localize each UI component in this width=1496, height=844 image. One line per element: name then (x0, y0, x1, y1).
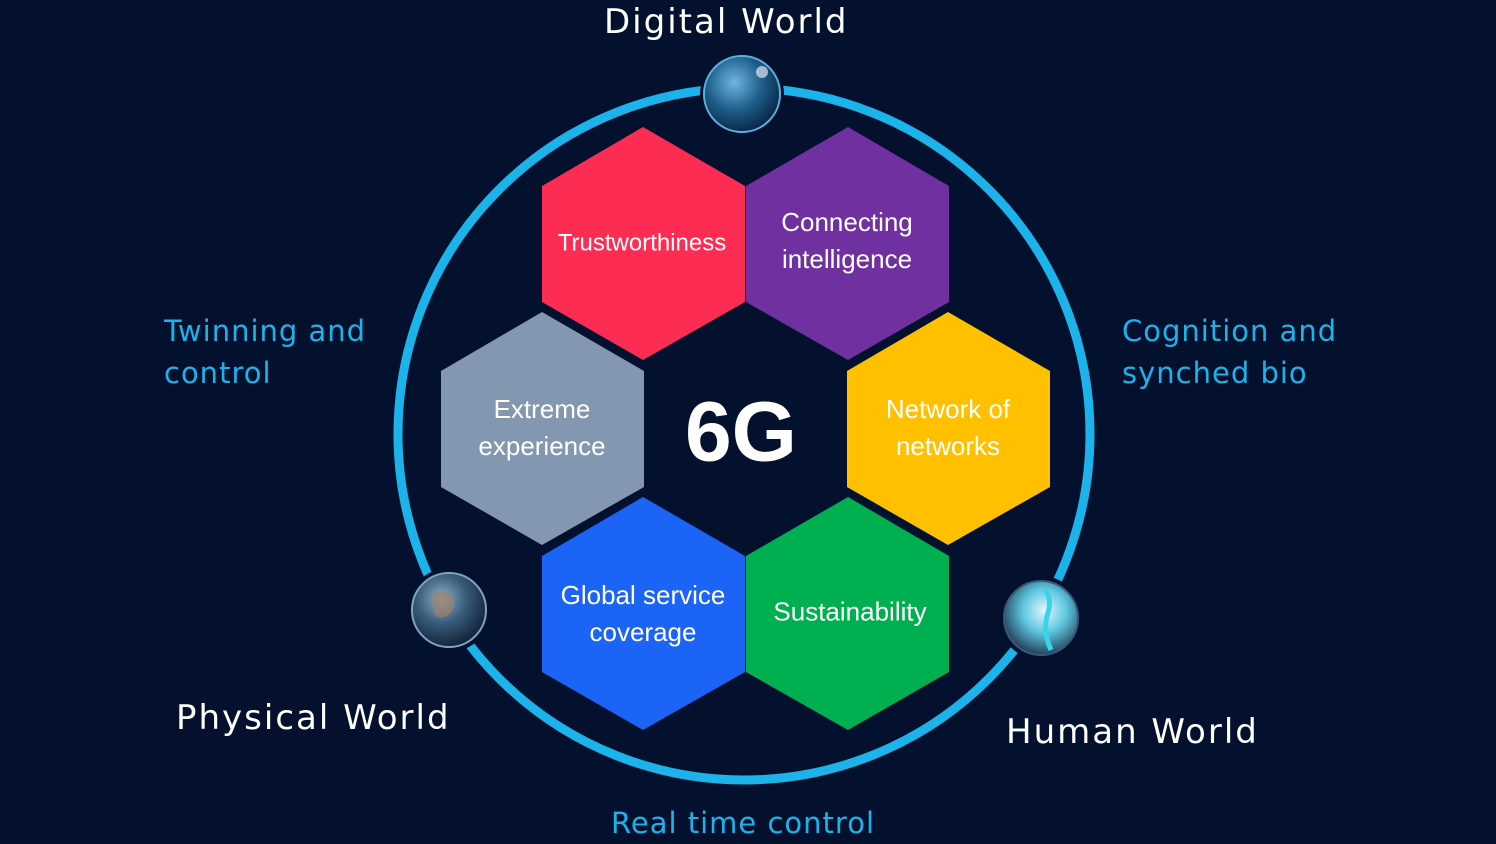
cognition-bio-label: Cognition and synched bio (1122, 310, 1337, 394)
hex-extreme-experience (441, 312, 644, 545)
physical-world-earth-icon (407, 568, 491, 652)
cognition-line-2: synched bio (1122, 356, 1308, 390)
hex-global-service-coverage (542, 497, 745, 730)
extreme-experience-label: Extreme experience (478, 394, 606, 461)
hex-connecting-intelligence (746, 127, 949, 360)
physical-world-label: Physical World (176, 698, 451, 738)
hex-trustworthiness (542, 127, 745, 360)
sustainability-label: Sustainability (773, 596, 927, 627)
digital-world-globe-icon (700, 52, 784, 136)
human-world-label: Human World (1006, 712, 1259, 752)
center-6g-label: 6G (684, 384, 798, 479)
hex-network-of-networks (847, 312, 1050, 545)
global-service-coverage-label: Global service coverage (560, 580, 726, 647)
human-world-figure-icon (999, 576, 1083, 660)
trustworthiness-label: Trustworthiness (557, 229, 727, 257)
network-of-networks-label: Network of networks (885, 394, 1011, 461)
digital-world-label: Digital World (604, 2, 849, 42)
twinning-line-1: Twinning and (164, 314, 367, 348)
twinning-control-label: Twinning and control (164, 310, 366, 394)
connecting-intelligence-label: Connecting intelligence (781, 207, 913, 274)
real-time-control-label: Real time control (611, 806, 875, 840)
hex-sustainability (746, 497, 949, 730)
twinning-line-2: control (164, 356, 272, 390)
cognition-line-1: Cognition and (1122, 314, 1338, 348)
